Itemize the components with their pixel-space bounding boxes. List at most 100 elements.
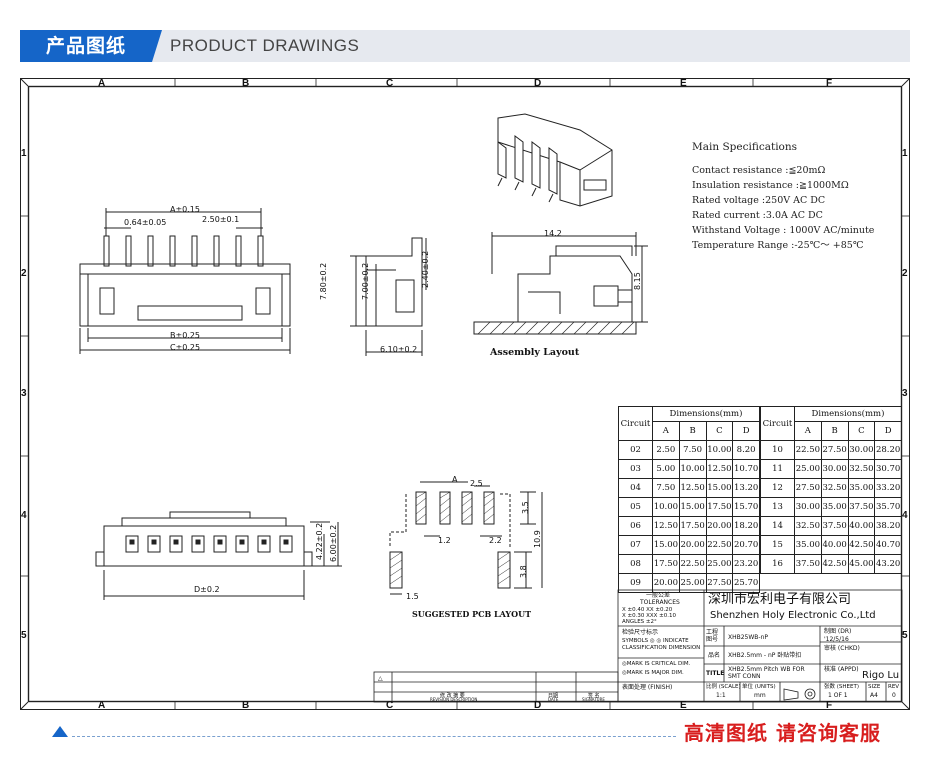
dimension-cell: 30.00: [847, 440, 876, 460]
dimension-cell: 5.00: [652, 459, 680, 479]
signature-en: SIGNATURE: [582, 697, 605, 702]
dimension-cell: 15.00: [652, 535, 680, 555]
dimension-cell: 35.00: [820, 497, 849, 517]
specs-title: Main Specifications: [692, 141, 798, 153]
dimension-cell: 22.50: [705, 535, 734, 555]
dimension-cell: 17.50: [705, 497, 734, 517]
col-header-c: C: [705, 421, 734, 441]
dimension-cell: 13.20: [732, 478, 760, 498]
tolerance-xx: X ±0.30 XXX ±0.10: [622, 613, 677, 619]
dimension-cell: 10.00: [652, 497, 680, 517]
col-header-d: D: [732, 421, 760, 441]
zone-row-3-right: 3: [902, 388, 908, 399]
sheet-label: 张数 (SHEET): [824, 684, 859, 690]
dimension-cell: 43.20: [874, 554, 902, 574]
outer-frame: [20, 78, 910, 710]
col-header-b-right: B: [820, 421, 849, 441]
scale-value: 1:1: [716, 692, 726, 699]
major-mark: ◎MARK IS MAJOR DIM.: [622, 670, 684, 676]
pcb-pad-width: 1.2: [438, 536, 451, 545]
dimension-cell: 40.70: [874, 535, 902, 555]
side-view: [350, 237, 427, 356]
dimension-cell: 25.00: [794, 459, 822, 479]
zone-col-a: A: [98, 78, 106, 89]
dimension-cell: 22.50: [794, 440, 822, 460]
dimension-cell: 32.50: [847, 459, 876, 479]
dim-b: B±0.25: [170, 331, 201, 340]
footer-contact-text[interactable]: 高清图纸 请咨询客服: [684, 721, 881, 745]
zone-row-2: 2: [21, 268, 27, 279]
circuit-cell: 16: [760, 554, 795, 574]
classification-label: CLASSIFICATION DIMENSION: [622, 645, 701, 651]
dim-height-3: 2.40±0.2: [421, 250, 430, 288]
dimension-cell: 23.20: [732, 554, 760, 574]
dimension-cell: 15.70: [732, 497, 760, 517]
dimension-cell: 27.50: [705, 573, 734, 593]
dimension-cell: 22.50: [678, 554, 707, 574]
dimension-cell: 27.50: [820, 440, 849, 460]
drawing-linework: [20, 78, 910, 710]
dimension-cell: 37.50: [820, 516, 849, 536]
assembly-height: 8.15: [633, 272, 642, 290]
circuit-cell: 14: [760, 516, 795, 536]
dimension-cell: 25.70: [732, 573, 760, 593]
zone-row-2-right: 2: [902, 268, 908, 279]
header-title-en: PRODUCT DRAWINGS: [170, 36, 360, 55]
units-value: mm: [754, 692, 766, 699]
dimension-cell: 35.00: [794, 535, 822, 555]
circuit-cell: 12: [760, 478, 795, 498]
dim-depth: 6.10±0.2: [380, 345, 418, 354]
dimension-cell: 30.00: [794, 497, 822, 517]
dimension-cell: 12.50: [652, 516, 680, 536]
dimension-cell: 2.50: [652, 440, 680, 460]
zone-row-4-right: 4: [902, 510, 908, 521]
size-label: SIZE: [868, 684, 881, 690]
size-value: A4: [870, 692, 878, 699]
pcb-pitch: 2.5: [470, 479, 483, 488]
drawing-no-label: 工程图号: [706, 629, 719, 644]
dimension-cell: 27.50: [794, 478, 822, 498]
dimension-cell: 10.00: [705, 440, 734, 460]
finish-label: 表面处理 (FINISH): [622, 684, 673, 691]
dimension-cell: 20.70: [732, 535, 760, 555]
header-title-cn: 产品图纸: [20, 30, 152, 62]
pcb-h2: 10.9: [533, 530, 542, 548]
name-value: XHB2.5mm - nP 卧贴带扣: [728, 652, 802, 659]
col-header-c-right: C: [847, 421, 876, 441]
tolerance-cn: 一般公差: [646, 592, 671, 599]
dimension-cell: 33.20: [874, 478, 902, 498]
dim-pin-width: 0.64±0.05: [124, 218, 167, 227]
company-name-cn: 深圳市宏利电子有限公司: [708, 592, 852, 607]
dimension-cell: 20.00: [705, 516, 734, 536]
zone-col-c-bottom: C: [386, 700, 394, 711]
technical-drawing: A B C D E F A B C D E F 1 2 3 4 5 1 2 3 …: [20, 78, 910, 711]
units-label: 单位 (UNITS): [742, 684, 776, 690]
dimension-cell: 42.50: [820, 554, 849, 574]
dimension-cell: 15.00: [678, 497, 707, 517]
zone-col-e-bottom: E: [680, 700, 687, 711]
dimension-cell: 17.50: [678, 516, 707, 536]
dimension-cell: 42.50: [847, 535, 876, 555]
circuit-cell: 13: [760, 497, 795, 517]
circuit-header-right: Circuit: [760, 406, 795, 441]
name-label: 品名: [708, 652, 721, 659]
dimension-cell: 38.20: [874, 516, 902, 536]
assembly-view: [473, 232, 648, 335]
dimension-cell: 32.50: [820, 478, 849, 498]
signature-label: 签 名: [588, 693, 600, 699]
dimension-cell: 20.00: [678, 535, 707, 555]
title-label: TITLE: [706, 670, 725, 677]
dimensions-header: Dimensions(mm): [652, 406, 760, 422]
pcb-h1: 3.5: [521, 501, 530, 514]
spec-temperature-range: Temperature Range :-25℃～ +85℃: [692, 240, 864, 251]
dimension-cell: 10.00: [678, 459, 707, 479]
